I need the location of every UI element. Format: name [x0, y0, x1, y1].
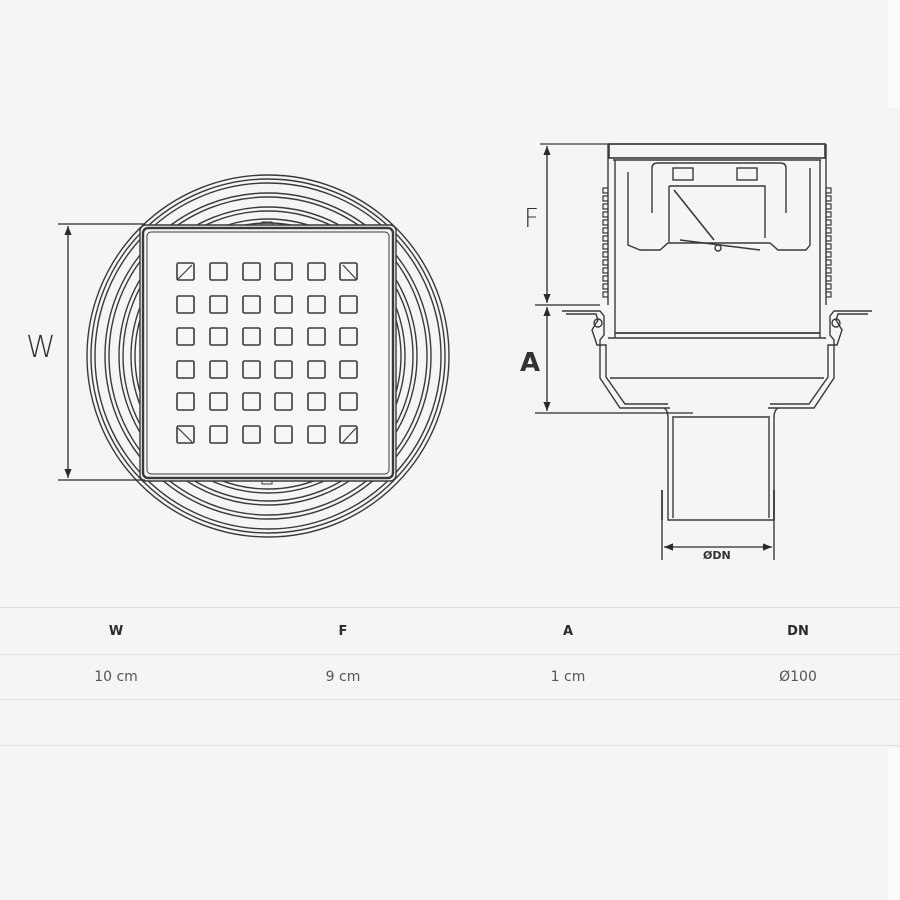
side-view-drain	[540, 143, 872, 521]
value-dn: Ø100	[779, 669, 817, 685]
grate-holes	[176, 262, 358, 444]
f-a-dimension	[535, 146, 693, 414]
drawing-canvas	[58, 143, 872, 560]
header-w: W	[108, 623, 124, 639]
w-dimension	[58, 223, 145, 481]
top-view-drain	[86, 174, 450, 538]
page-edge-mid	[888, 108, 900, 748]
table-empty-row	[0, 699, 900, 746]
f-dimension-label: F	[524, 204, 539, 234]
dn-dimension	[661, 520, 775, 560]
dn-dimension-label: ØDN	[703, 549, 731, 562]
value-w: 10 cm	[94, 669, 138, 685]
flange-rings-icon	[86, 174, 450, 538]
ribs	[602, 187, 832, 298]
value-f: 9 cm	[325, 669, 361, 685]
w-dimension-label: W	[26, 330, 56, 365]
table-row: 10 cm 9 cm 1 cm Ø100	[0, 654, 900, 699]
technical-drawing: W F A ØDN	[26, 143, 872, 562]
a-dimension-label: A	[520, 348, 541, 378]
table-header-row: W F A DN	[0, 607, 900, 654]
header-f: F	[338, 623, 348, 639]
specification-table: W F A DN 10 cm 9 cm 1 cm Ø100	[0, 607, 900, 746]
header-a: A	[562, 623, 574, 639]
header-dn: DN	[787, 623, 809, 639]
value-a: 1 cm	[550, 669, 586, 685]
